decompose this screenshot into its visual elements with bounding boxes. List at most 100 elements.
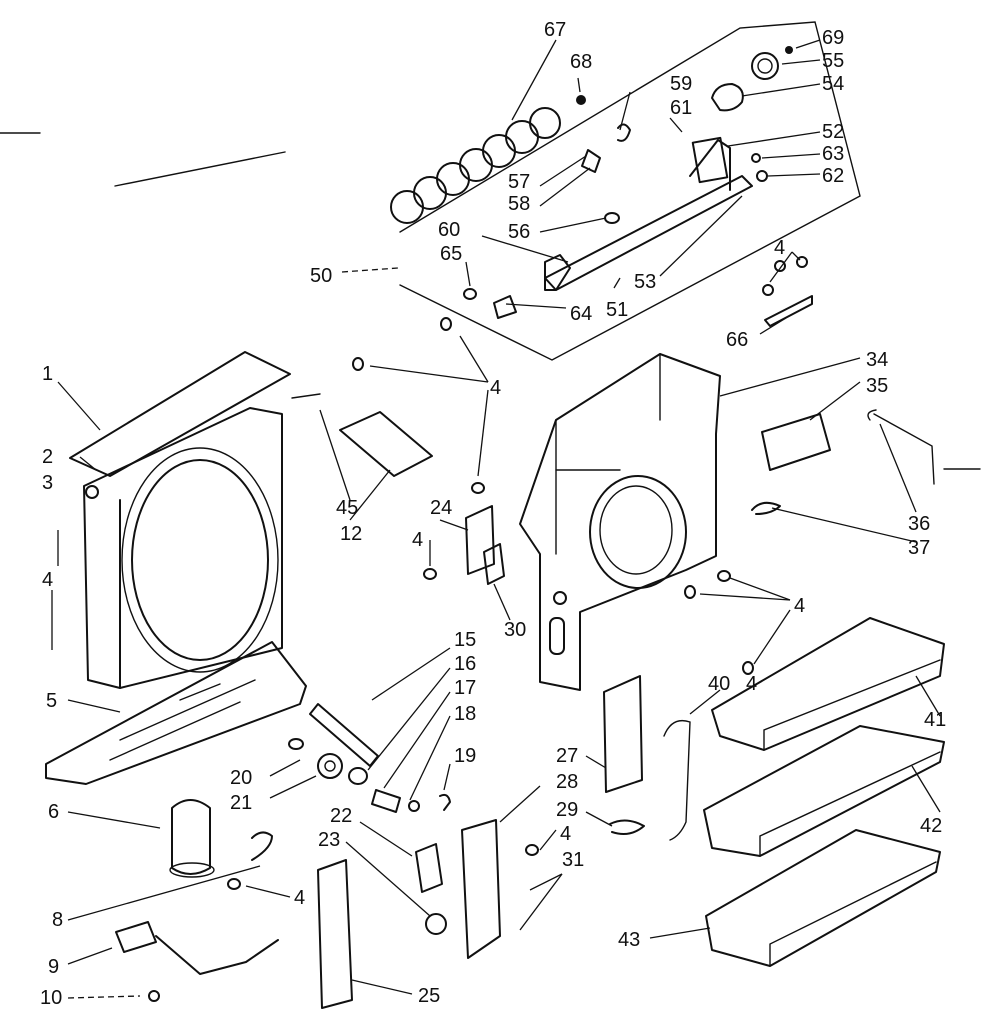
gasket-35 [761, 413, 831, 471]
part-label: 57 [508, 171, 530, 193]
part-label: 9 [48, 956, 59, 978]
part-label: 4 [294, 887, 305, 909]
part-label: 62 [822, 165, 844, 187]
part-label: 12 [340, 523, 362, 545]
mounting-bracket [762, 256, 813, 327]
screw [352, 357, 364, 371]
part-label: 27 [556, 745, 578, 767]
part-label: 28 [556, 771, 578, 793]
part-label: 65 [440, 243, 462, 265]
clip [439, 793, 451, 811]
screw-part [604, 212, 620, 224]
part-label: 18 [454, 703, 476, 725]
tray-42 [703, 725, 945, 857]
part-label: 22 [330, 805, 352, 827]
screw [471, 482, 485, 494]
part-label: 61 [670, 97, 692, 119]
block-30 [483, 543, 505, 585]
part-label: 3 [42, 472, 53, 494]
part-label: 54 [822, 73, 844, 95]
part-label: 51 [606, 299, 628, 321]
part-label: 43 [618, 929, 640, 951]
tray-41 [711, 617, 945, 751]
screw [742, 661, 754, 675]
part-label: 30 [504, 619, 526, 641]
part-label: 4 [560, 823, 571, 845]
part-label: 69 [822, 27, 844, 49]
part-label: 55 [822, 50, 844, 72]
part-label: 41 [924, 709, 946, 731]
wire [291, 393, 321, 399]
part-label: 67 [544, 19, 566, 41]
control-bracket [544, 136, 753, 291]
part-label: 68 [570, 51, 592, 73]
part-label: 53 [634, 271, 656, 293]
screw [227, 878, 241, 890]
part-label: 19 [454, 745, 476, 767]
bracket-24 [465, 505, 495, 575]
part-label: 24 [430, 497, 452, 519]
timer-motor [711, 46, 793, 112]
part-label: 15 [454, 629, 476, 651]
screw [684, 585, 696, 599]
tray-43 [705, 829, 941, 967]
part-label: 63 [822, 143, 844, 165]
part-label: 5 [46, 690, 57, 712]
screw-part [463, 288, 477, 300]
screw [717, 570, 731, 582]
control-plate-28 [461, 819, 501, 959]
bearing-cap [371, 789, 401, 813]
part-label: 4 [42, 569, 53, 591]
switch-22 [415, 843, 443, 893]
screw [423, 568, 437, 580]
selector-knob-set [390, 107, 561, 224]
washer-part [751, 153, 761, 163]
base-pan [45, 641, 307, 785]
power-cord [115, 921, 279, 1002]
rear-housing [519, 353, 721, 691]
part-label: 17 [454, 677, 476, 699]
part-label: 64 [570, 303, 592, 325]
part-label: 21 [230, 792, 252, 814]
part-label: 20 [230, 767, 252, 789]
part-label: 4 [490, 377, 501, 399]
clip-29 [609, 819, 645, 835]
part-label: 40 [708, 673, 730, 695]
part-label: 23 [318, 829, 340, 851]
rod-36 [867, 409, 935, 485]
part-label: 66 [726, 329, 748, 351]
wire-40 [663, 719, 691, 841]
part-label: 34 [866, 349, 888, 371]
control-assembly-outline [399, 21, 861, 361]
part-label: 42 [920, 815, 942, 837]
part-label: 60 [438, 219, 460, 241]
part-label: 59 [670, 73, 692, 95]
front-panel [69, 351, 291, 689]
scan-mark [114, 151, 286, 187]
washer-part [756, 170, 768, 182]
screw [440, 317, 452, 331]
part-label: 50 [310, 265, 332, 287]
part-label: 35 [866, 375, 888, 397]
leader-lines [51, 39, 941, 999]
part-label: 37 [908, 537, 930, 559]
part-label: 29 [556, 799, 578, 821]
thermostat-23 [425, 913, 447, 935]
clip-part [617, 123, 631, 142]
part-label: 56 [508, 221, 530, 243]
part-labels: 1 2 3 4 5 6 8 9 10 4 45 12 4 24 4 30 15 … [40, 19, 946, 1009]
capacitor [169, 799, 215, 878]
bearing [348, 767, 368, 785]
part-label: 58 [508, 193, 530, 215]
panel-25 [317, 859, 353, 1009]
clamp-part [493, 295, 517, 319]
part-label: 4 [794, 595, 805, 617]
part-label: 6 [48, 801, 59, 823]
part-label: 16 [454, 653, 476, 675]
retainer [408, 800, 420, 812]
fan-hub [288, 738, 343, 779]
clip-37 [751, 501, 781, 515]
screw [525, 844, 539, 856]
